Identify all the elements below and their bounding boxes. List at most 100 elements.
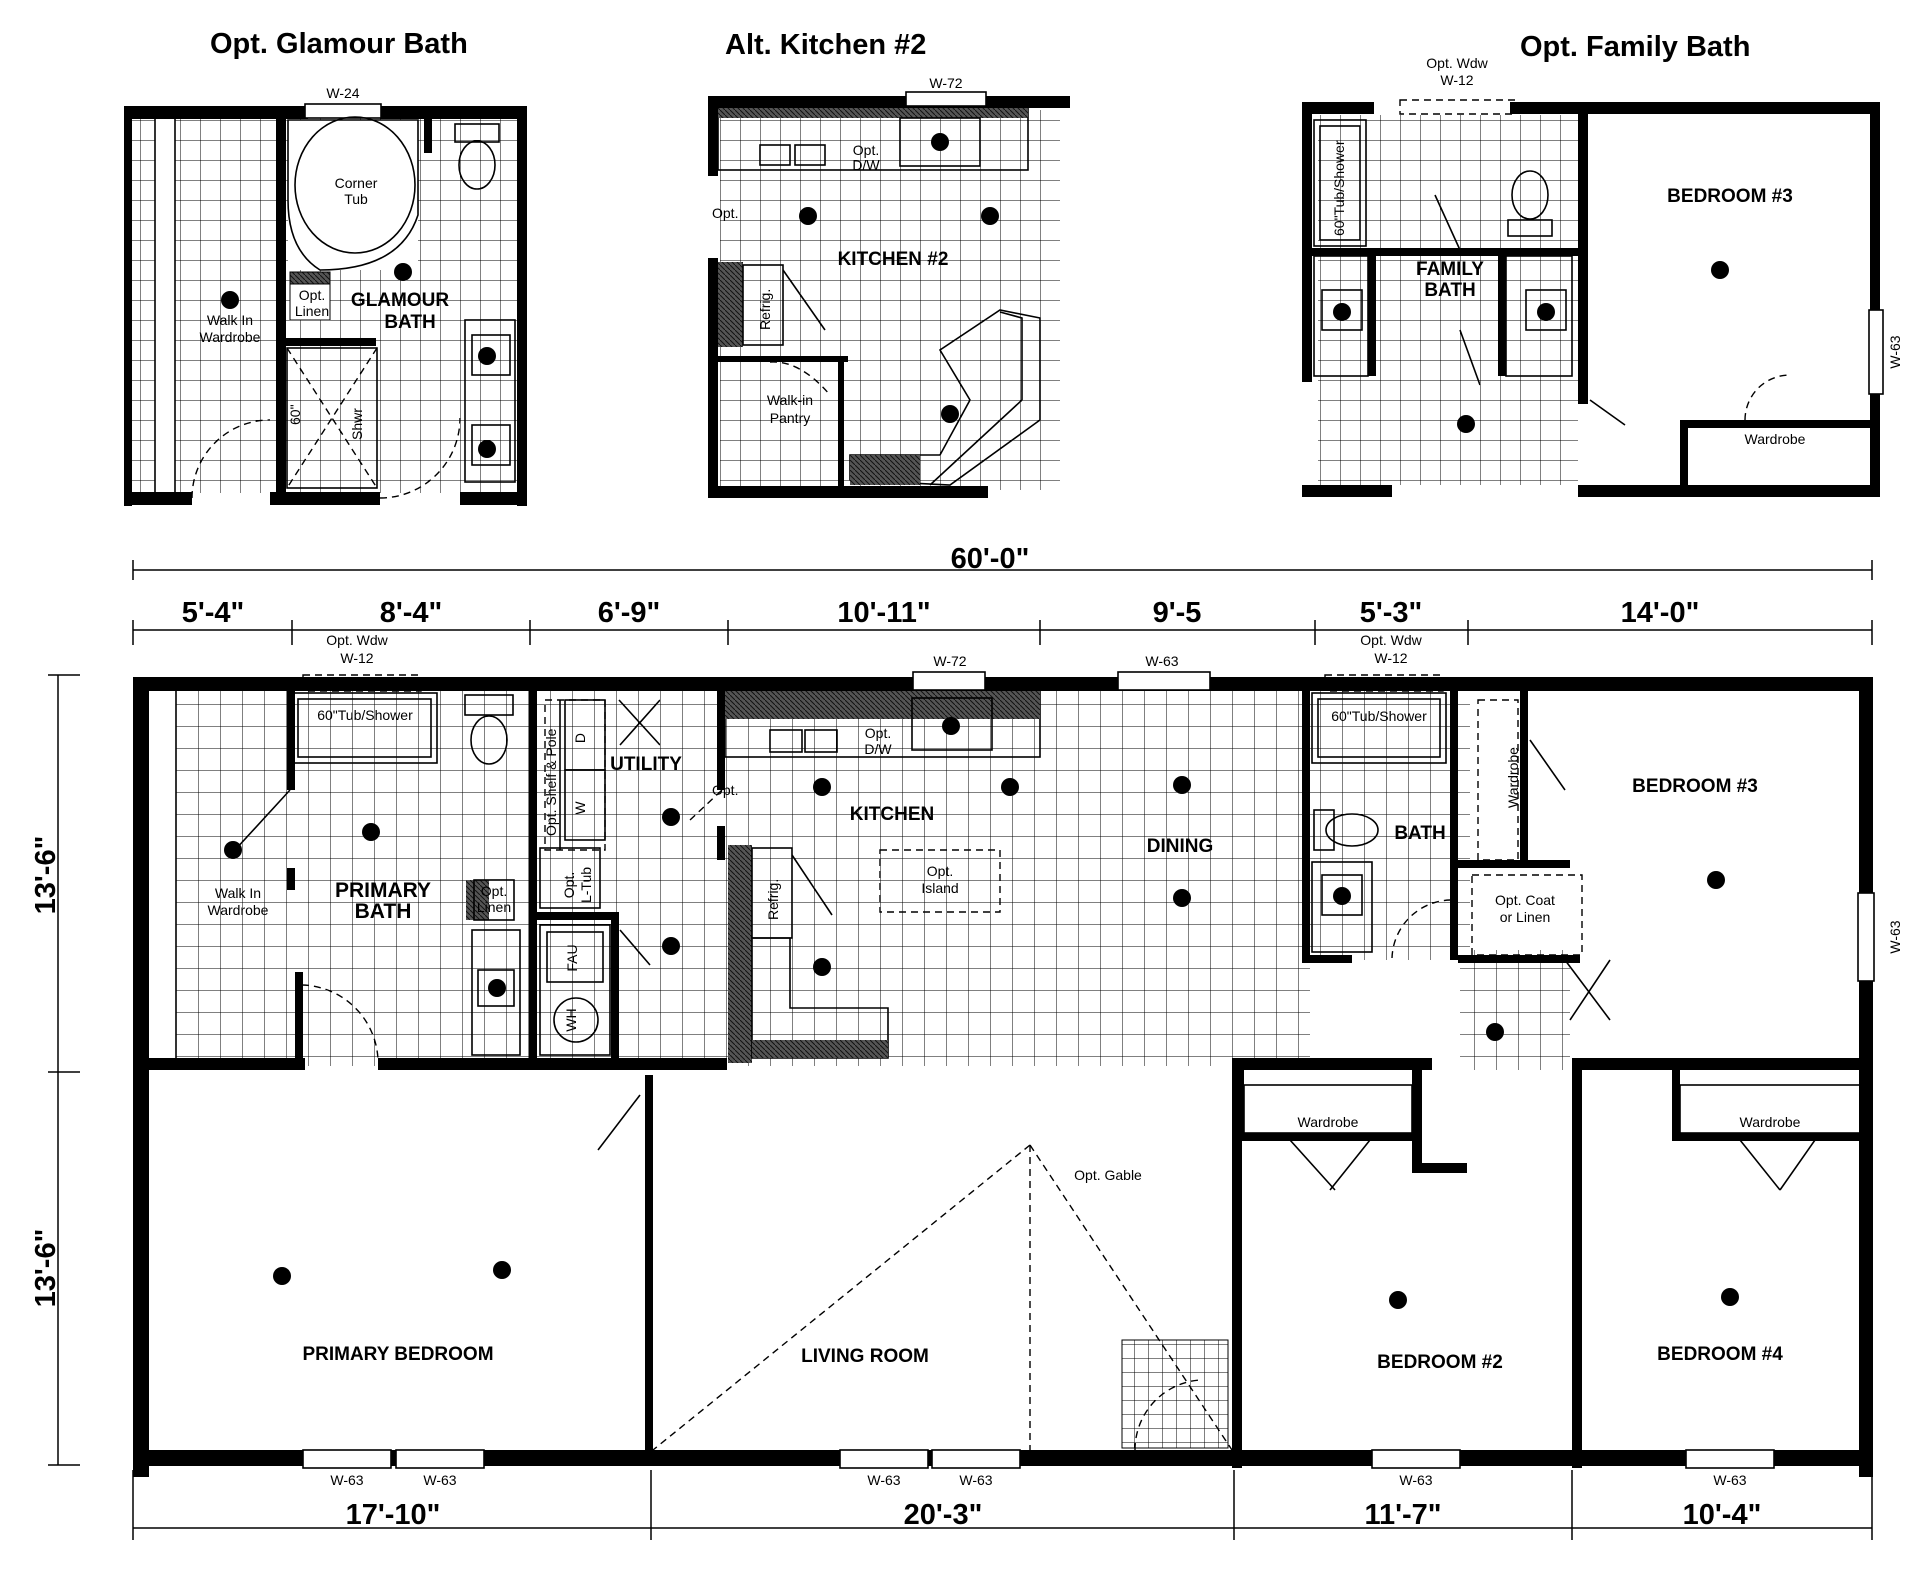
kitchen2-window: W-72 <box>929 75 962 91</box>
bed3-window: W-63 <box>1887 920 1903 953</box>
utility-opt-door: Opt. <box>712 782 738 798</box>
pbath-light <box>362 823 380 841</box>
glamour-shower-label: Shwr <box>349 408 365 440</box>
dim-top-3: 6'-9" <box>598 597 661 629</box>
main-optwdw-left-1: Opt. Wdw <box>326 632 388 648</box>
kitchen-light-2 <box>1001 778 1019 796</box>
shelf-pole: Opt. Shelf & Pole <box>543 728 559 836</box>
kitchen-dw-2: D/W <box>864 741 892 757</box>
kitchen2-dw-2: D/W <box>852 157 880 173</box>
dim-top-7: 14'-0" <box>1621 597 1700 629</box>
living-room-label: LIVING ROOM <box>801 1346 929 1367</box>
kitchen2-dw-1: Opt. <box>853 142 879 158</box>
glamour-shower-60: 60" <box>287 404 303 425</box>
family-bath-inset: Opt. Wdw W-12 60"Tub/Shower FAMILY BATH … <box>1302 55 1903 497</box>
pbath-sink <box>488 979 506 997</box>
dining-label: DINING <box>1147 836 1214 857</box>
utility-light-1 <box>662 808 680 826</box>
glamour-bath-label-2: BATH <box>384 312 435 333</box>
bedroom4-label: BEDROOM #4 <box>1657 1344 1783 1365</box>
family-sink-2 <box>1537 303 1555 321</box>
washer-label: W <box>572 801 588 815</box>
bed4-light <box>1721 1288 1739 1306</box>
family-sink-1 <box>1333 303 1351 321</box>
glamour-bath-inset: W-24 Corner Tub Opt. Linen GLAMOUR BATH … <box>124 85 527 506</box>
bath-tub: 60"Tub/Shower <box>1331 708 1427 724</box>
bottom-window-3: W-63 <box>867 1472 900 1488</box>
bedroom3-label: BEDROOM #3 <box>1632 776 1758 797</box>
dim-bottom-4: 10'-4" <box>1683 1499 1762 1531</box>
dim-bottom-1: 17'-10" <box>346 1499 441 1531</box>
main-optwdw-right-2: W-12 <box>1374 650 1407 666</box>
main-dining-window: W-63 <box>1145 653 1178 669</box>
glamour-bath-title: Opt. Glamour Bath <box>210 28 468 60</box>
primary-linen-2: Linen <box>477 899 511 915</box>
dining-light-2 <box>1173 889 1191 907</box>
glamour-light-2 <box>394 263 412 281</box>
main-floor-plan: Opt. Wdw W-12 W-72 W-63 Opt. Wdw W-12 <box>133 632 1903 1488</box>
bedroom2-label: BEDROOM #2 <box>1377 1352 1503 1373</box>
kitchen2-title: Alt. Kitchen #2 <box>725 29 926 61</box>
family-bath-title: Opt. Family Bath <box>1520 31 1750 63</box>
primary-walkin-1: Walk In <box>215 885 261 901</box>
corner-tub-label-2: Tub <box>344 191 368 207</box>
dim-top-5: 9'-5 <box>1153 597 1202 629</box>
family-tub: 60"Tub/Shower <box>1331 140 1347 236</box>
ltub-2: L-Tub <box>578 867 594 903</box>
kitchen-dw-1: Opt. <box>865 725 891 741</box>
bottom-window-2: W-63 <box>423 1472 456 1488</box>
pbed-light-2 <box>493 1261 511 1279</box>
bath-sink <box>1333 887 1351 905</box>
dim-top-6: 5'-3" <box>1360 597 1423 629</box>
bottom-window-4: W-63 <box>959 1472 992 1488</box>
dim-top-2: 8'-4" <box>380 597 443 629</box>
bed2-light <box>1389 1291 1407 1309</box>
wh-label: WH <box>563 1008 579 1031</box>
kitchen-refrig: Refrig. <box>765 879 781 920</box>
family-wardrobe: Wardrobe <box>1745 431 1806 447</box>
hall-wardrobe: Wardrobe <box>1505 747 1521 808</box>
kitchen2-pantry-2: Pantry <box>770 410 810 426</box>
family-light-2 <box>1457 415 1475 433</box>
bed3-light <box>1707 871 1725 889</box>
corner-tub-label-1: Corner <box>335 175 378 191</box>
bottom-window-5: W-63 <box>1399 1472 1432 1488</box>
kitchen-sink <box>942 717 960 735</box>
glamour-sink-1 <box>478 347 496 365</box>
glamour-walkin-2: Wardrobe <box>200 329 261 345</box>
utility-light-2 <box>662 937 680 955</box>
family-optwdw-2: W-12 <box>1440 72 1473 88</box>
ltub-1: Opt. <box>561 872 577 898</box>
kitchen2-inset: W-72 Opt. D/W Opt. KITCHEN #2 Refrig. Wa… <box>708 75 1070 498</box>
pbed-light-1 <box>273 1267 291 1285</box>
dim-left-1: 13'-6" <box>30 836 62 915</box>
kitchen-light-3 <box>813 958 831 976</box>
bed4-wardrobe: Wardrobe <box>1740 1114 1801 1130</box>
glamour-sink-2 <box>478 440 496 458</box>
family-optwdw-1: Opt. Wdw <box>1426 55 1488 71</box>
k2-light-2 <box>981 207 999 225</box>
dim-bottom-2: 20'-3" <box>904 1499 983 1531</box>
primary-tub: 60"Tub/Shower <box>317 707 413 723</box>
kitchen-light-1 <box>813 778 831 796</box>
dimension-lines: 60'-0" 5'-4" 8'-4" 6'-9" 10'-11" 9'-5 5'… <box>30 543 1873 1540</box>
glamour-bath-label-1: GLAMOUR <box>351 290 449 311</box>
family-bath-2: BATH <box>1424 280 1475 301</box>
family-side-window: W-63 <box>1887 335 1903 368</box>
glamour-linen-1: Opt. <box>299 287 325 303</box>
dryer-label: D <box>572 733 588 743</box>
dining-light-1 <box>1173 776 1191 794</box>
k2-light-1 <box>799 207 817 225</box>
family-light-1 <box>1711 261 1729 279</box>
coat-linen-1: Opt. Coat <box>1495 892 1555 908</box>
fau-label: FAU <box>564 944 580 971</box>
dim-top-4: 10'-11" <box>837 597 930 629</box>
main-optwdw-right-1: Opt. Wdw <box>1360 632 1422 648</box>
k2-sink <box>931 133 949 151</box>
overall-width: 60'-0" <box>951 543 1030 575</box>
family-bedroom3: BEDROOM #3 <box>1667 186 1793 207</box>
bed2-wardrobe: Wardrobe <box>1298 1114 1359 1130</box>
primary-linen-1: Opt. <box>481 883 507 899</box>
gable-label: Opt. Gable <box>1074 1167 1142 1183</box>
